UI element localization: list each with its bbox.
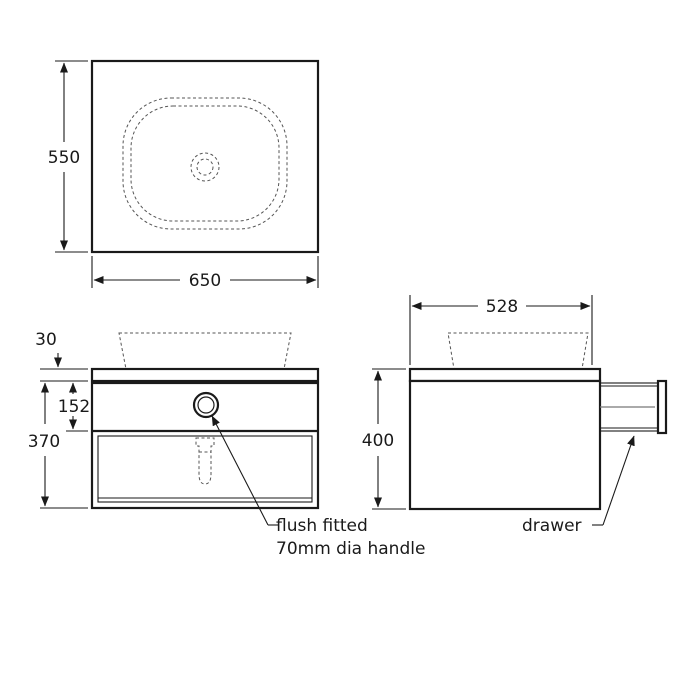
drain-inner-hidden xyxy=(196,158,214,176)
drawer-note: drawer xyxy=(522,516,582,536)
side-cabinet xyxy=(408,379,602,511)
cabinet-height-label: 370 xyxy=(28,432,60,452)
side-view: 528 400 drawer xyxy=(362,295,668,536)
basin-outline-hidden xyxy=(122,97,288,230)
drain-outer-hidden xyxy=(190,152,220,182)
depth-dimension-label: 550 xyxy=(48,148,80,168)
waste-trap-hidden xyxy=(195,437,215,485)
side-height-label: 400 xyxy=(362,431,394,451)
handle-note-leader xyxy=(211,415,269,526)
side-countertop xyxy=(408,367,602,383)
front-countertop xyxy=(90,367,320,383)
basin-inner-outline-hidden xyxy=(130,105,280,222)
handle-icon-inner xyxy=(197,396,215,414)
top-view: 550 650 xyxy=(48,59,320,291)
width-dimension-label: 650 xyxy=(189,271,221,291)
top-thickness-label: 30 xyxy=(35,330,57,350)
handle-note-line2: 70mm dia handle xyxy=(276,539,425,559)
front-view: 30 370 152 flush fitted 70mm dia handle xyxy=(28,330,426,559)
side-depth-label: 528 xyxy=(486,297,518,317)
side-basin-hidden xyxy=(447,332,589,370)
handle-note-line1: flush fitted xyxy=(276,516,368,536)
drawer-height-label: 152 xyxy=(58,397,90,417)
countertop-plan-outline xyxy=(90,59,320,254)
front-open-shelf xyxy=(97,435,313,503)
drawer-note-leader xyxy=(602,435,635,526)
drawer-front-panel xyxy=(656,379,668,435)
front-basin-hidden xyxy=(118,332,292,370)
